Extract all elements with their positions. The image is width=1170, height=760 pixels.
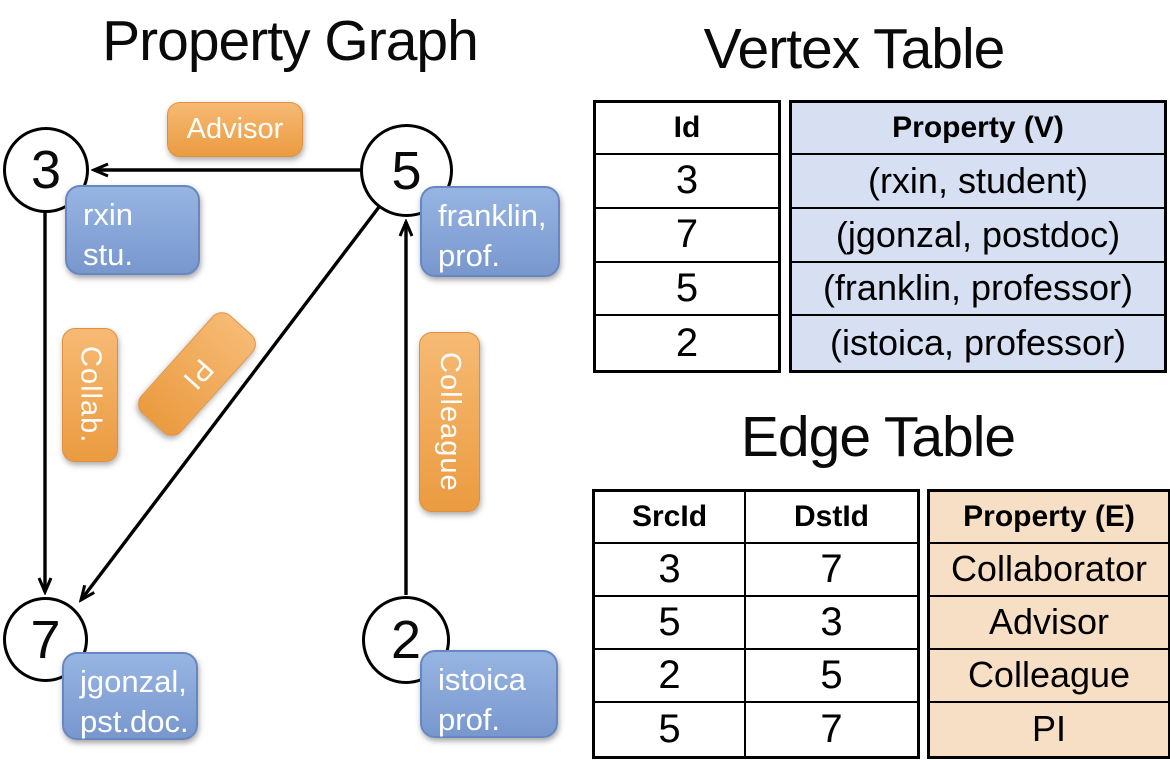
- vertex-label-jgonzal: jgonzal, pst.doc.: [62, 652, 198, 740]
- edge-table-property-header: Property (E): [930, 492, 1168, 544]
- vertex-label-jgonzal-line2: pst.doc.: [80, 704, 189, 739]
- edge-table-dst-column: DstId 7 3 5 7: [746, 492, 917, 756]
- edge-table-row-dst: 5: [746, 650, 917, 703]
- edge-table-row-property: Advisor: [930, 597, 1168, 650]
- vertex-table: Id 3 7 5 2 Property (V) (rxin, student) …: [593, 100, 1167, 374]
- vertex-table-row-property: (istoica, professor): [829, 322, 1127, 364]
- vertex-table-property-header: Property (V): [792, 103, 1164, 155]
- edge-table-property-column: Property (E) Collaborator Advisor Collea…: [927, 489, 1170, 759]
- property-graph-title: Property Graph: [102, 9, 479, 73]
- vertex-label-rxin: rxin stu.: [65, 185, 200, 275]
- vertex-node-5-id: 5: [391, 140, 422, 201]
- vertex-table-row-id: 5: [596, 263, 778, 317]
- edge-table-dst-header: DstId: [746, 492, 917, 544]
- vertex-node-5: 5: [360, 124, 453, 217]
- vertex-label-franklin-line2: prof.: [438, 238, 501, 273]
- vertex-label-istoica-line2: prof.: [438, 702, 501, 737]
- edge-table-row-property: Collaborator: [930, 544, 1168, 597]
- edge-table-row-property: Colleague: [930, 650, 1168, 703]
- vertex-node-2: 2: [362, 596, 450, 684]
- vertex-table-row-id: 7: [596, 209, 778, 263]
- vertex-table-id-column: Id 3 7 5 2: [593, 100, 781, 374]
- vertex-label-istoica-line1: istoica: [438, 662, 526, 697]
- edge-table-src-header: SrcId: [595, 492, 744, 544]
- vertex-node-7-id: 7: [30, 609, 61, 670]
- edge-table-row-dst: 7: [746, 544, 917, 597]
- edge-table-row-dst: 7: [820, 706, 843, 751]
- vertex-table-id-header: Id: [596, 103, 778, 155]
- vertex-table-row-id: 3: [596, 155, 778, 209]
- edge-label-colleague: Colleague: [419, 332, 480, 512]
- vertex-label-rxin-line2: stu.: [83, 237, 133, 272]
- edge-label-advisor: Advisor: [167, 102, 303, 157]
- edge-table-row-src: 5: [595, 597, 744, 650]
- vertex-table-property-column: Property (V) (rxin, student) (jgonzal, p…: [789, 100, 1167, 374]
- vertex-table-row-id: 2: [675, 320, 699, 365]
- vertex-label-istoica: istoica prof.: [420, 650, 558, 738]
- edge-table-row-property: PI: [1031, 708, 1066, 750]
- edge-table-row-src: 3: [595, 544, 744, 597]
- edge-label-collab: Collab.: [62, 328, 118, 462]
- graph-edges-canvas: [0, 0, 585, 760]
- vertex-label-rxin-line1: rxin: [83, 197, 133, 232]
- edge-table-row-dst: 3: [746, 597, 917, 650]
- edge-table-id-columns: SrcId 3 5 2 5 DstId 7 3 5 7: [592, 489, 920, 759]
- vertex-table-row-property: (jgonzal, postdoc): [792, 209, 1164, 263]
- vertex-label-franklin: franklin, prof.: [420, 186, 560, 277]
- vertex-table-row-property: (rxin, student): [792, 155, 1164, 209]
- vertex-label-jgonzal-line1: jgonzal,: [80, 664, 187, 699]
- edge-table-src-column: SrcId 3 5 2 5: [595, 492, 746, 756]
- edge-table-row-src: 5: [658, 706, 681, 751]
- edge-table-title: Edge Table: [740, 405, 1016, 469]
- edge-arrow-5-to-7: [81, 205, 381, 600]
- edge-table-row-src: 2: [595, 650, 744, 703]
- edge-table: SrcId 3 5 2 5 DstId 7 3 5 7 Property (E)…: [592, 489, 1170, 759]
- vertex-table-title: Vertex Table: [703, 17, 1006, 81]
- vertex-node-2-id: 2: [390, 610, 422, 670]
- vertex-node-3-id: 3: [30, 140, 62, 200]
- vertex-label-franklin-line1: franklin,: [438, 198, 547, 233]
- vertex-table-row-property: (franklin, professor): [792, 263, 1164, 317]
